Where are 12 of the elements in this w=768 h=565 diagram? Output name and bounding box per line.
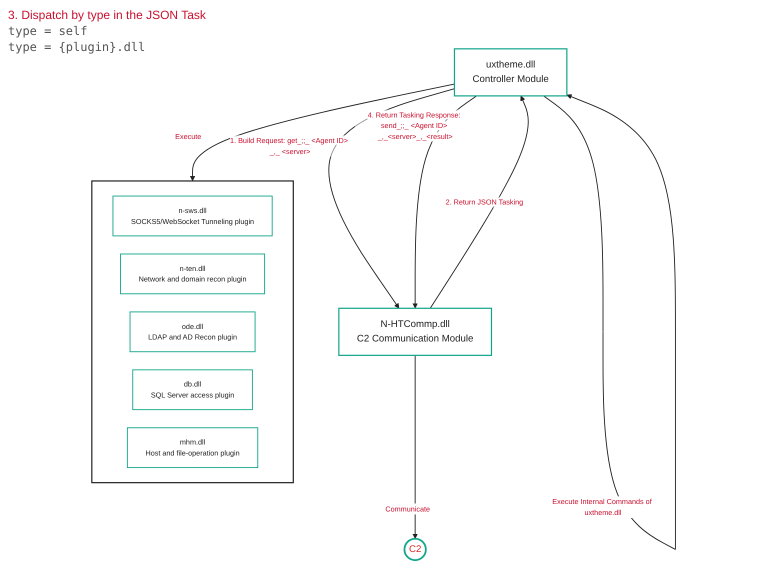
arrow <box>412 354 418 540</box>
type-note: type = {plugin}.dll <box>8 40 146 54</box>
step-note: 3. Dispatch by type in the JSON Task <box>8 8 206 22</box>
node-box: N-HTCommp.dll C2 Communication Module <box>338 308 492 356</box>
type-note: type = self <box>8 24 88 38</box>
arrow <box>543 94 676 550</box>
arrow <box>430 96 530 309</box>
arrow <box>328 88 456 309</box>
node-circle: C2 <box>404 538 428 562</box>
arrow <box>190 84 456 182</box>
cluster <box>92 180 294 484</box>
node-box: uxtheme.dll Controller Module <box>454 48 568 96</box>
